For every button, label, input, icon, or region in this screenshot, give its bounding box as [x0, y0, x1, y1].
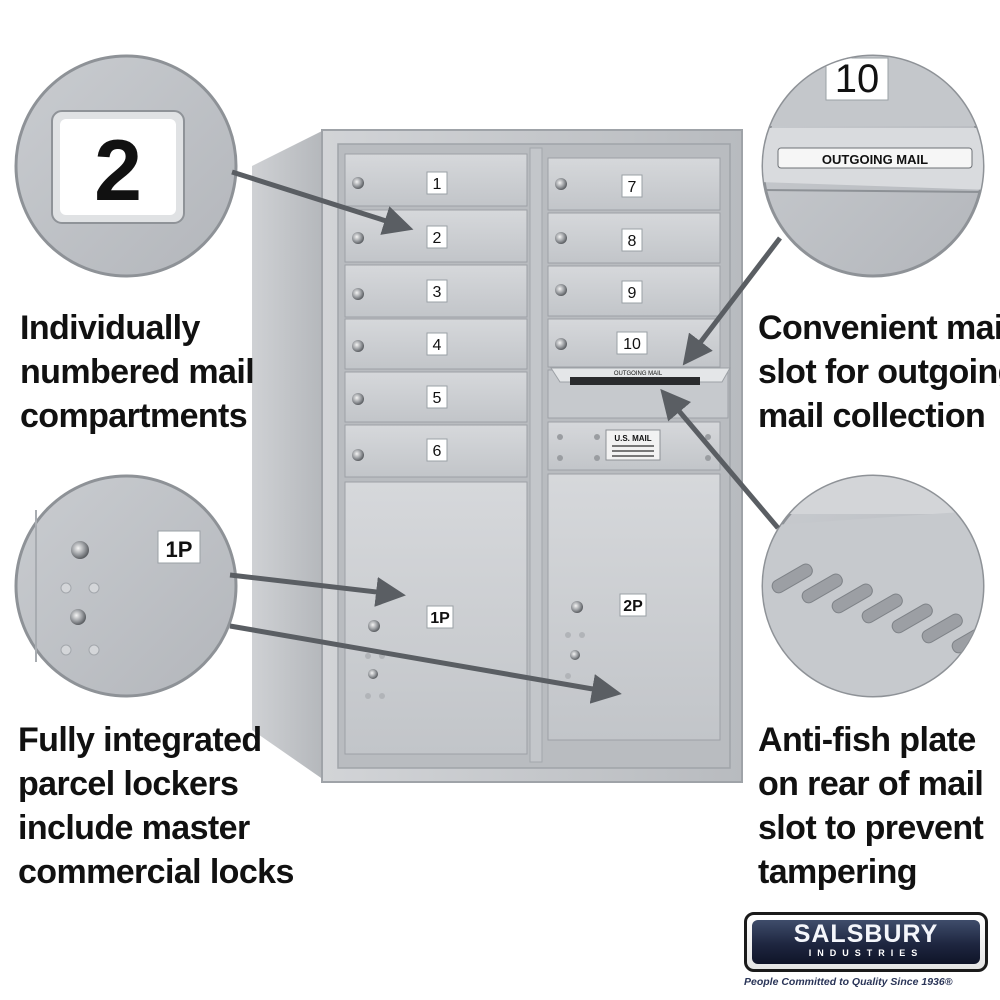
- logo-sub: INDUSTRIES: [808, 948, 924, 958]
- logo-plate: SALSBURY INDUSTRIES: [752, 920, 980, 964]
- parcel-locker-1: [344, 481, 528, 755]
- unit-side-panel: [252, 130, 324, 780]
- zoom-circle-parcel: 1P: [14, 474, 238, 698]
- compartment-label: 6: [433, 443, 442, 460]
- caption-line: Anti-fish plate: [758, 721, 976, 759]
- caption-line: parcel lockers: [18, 765, 239, 803]
- arrow-to-parcel-2: [229, 623, 622, 704]
- caption-antifish-plate: Anti-fish plate on rear of mail slot to …: [758, 718, 984, 894]
- compartment-label: 10: [623, 336, 641, 353]
- arrow-to-outgoing-slot: [682, 236, 782, 366]
- logo-brand: SALSBURY: [793, 920, 939, 948]
- caption-line: slot to prevent: [758, 809, 984, 847]
- compartment-label: 2: [433, 230, 442, 247]
- zoom-outgoing-label: OUTGOING MAIL: [822, 152, 928, 167]
- arrow-to-antifish: [660, 388, 780, 530]
- compartment-label: 5: [433, 390, 442, 407]
- zoom-circle-antifish: [761, 474, 985, 698]
- compartment-label: 3: [433, 284, 442, 301]
- zoom-circle-outgoing: 10 OUTGOING MAIL: [761, 54, 985, 278]
- caption-line: numbered mail: [20, 353, 255, 391]
- compartment-label: 4: [433, 337, 442, 354]
- parcel-label: 1P: [430, 610, 450, 627]
- compartment-1: [344, 153, 528, 207]
- salsbury-logo: SALSBURY INDUSTRIES: [744, 912, 988, 972]
- parcel-label: 2P: [623, 598, 643, 615]
- callout-arrows: [229, 169, 782, 704]
- compartment-6: [344, 424, 528, 478]
- zoom-top-number: 10: [835, 57, 880, 101]
- left-compartments: [344, 153, 528, 478]
- right-compartments: [547, 157, 731, 471]
- caption-numbered-compartments: Individually numbered mail compartments: [20, 306, 255, 438]
- caption-line: on rear of mail: [758, 765, 984, 803]
- usmail-fine-print: [612, 445, 654, 457]
- compartment-7: [547, 157, 721, 211]
- outgoing-slot-label: OUTGOING MAIL: [614, 371, 663, 377]
- arrow-to-compartment-2: [231, 169, 414, 235]
- caption-line: Individually: [20, 309, 200, 347]
- parcel-locker-2: [547, 473, 721, 741]
- zoom-circle-number: 2: [14, 54, 238, 278]
- compartment-9: [547, 265, 721, 317]
- caption-outgoing-slot: Convenient mail slot for outgoing mail c…: [758, 306, 1000, 438]
- caption-line: compartments: [20, 397, 248, 435]
- compartment-5: [344, 371, 528, 423]
- compartment-3: [344, 264, 528, 318]
- usmail-label: U.S. MAIL: [614, 434, 651, 443]
- zoom-parcel-label: 1P: [166, 537, 193, 562]
- caption-line: include master: [18, 809, 250, 847]
- arrow-to-parcel-1: [229, 572, 406, 607]
- outgoing-mail-slot: [547, 367, 731, 419]
- compartment-4: [344, 318, 528, 370]
- caption-line: mail collection: [758, 397, 986, 435]
- logo-tagline: People Committed to Quality Since 1936®: [744, 976, 953, 988]
- compartment-label: 7: [628, 179, 637, 196]
- compartment-label: 1: [433, 176, 442, 193]
- zoom-number-label: 2: [94, 123, 142, 219]
- compartment-8: [547, 212, 721, 264]
- compartment-2: [344, 209, 528, 263]
- caption-line: Fully integrated: [18, 721, 262, 759]
- compartment-label: 8: [628, 233, 637, 250]
- caption-line: tampering: [758, 853, 918, 891]
- compartment-label: 9: [628, 285, 637, 302]
- caption-line: commercial locks: [18, 853, 294, 891]
- caption-line: slot for outgoing: [758, 353, 1000, 391]
- caption-parcel-lockers: Fully integrated parcel lockers include …: [18, 718, 294, 894]
- caption-line: Convenient mail: [758, 309, 1000, 347]
